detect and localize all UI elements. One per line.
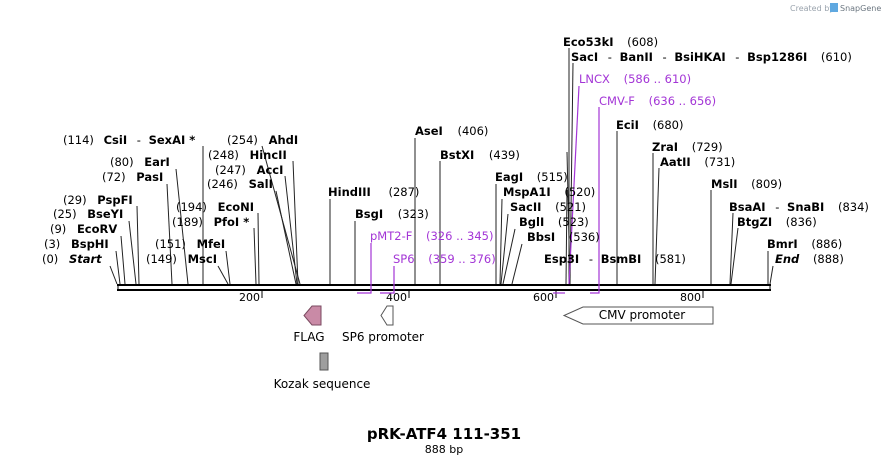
site-eagi: EagI (515)	[495, 170, 568, 184]
snapgene-logo	[830, 3, 838, 12]
site-end: End (888)	[775, 252, 844, 266]
site-acci: (247) AccI	[215, 163, 283, 177]
site-eari: (80) EarI	[110, 155, 170, 169]
site-pspfi: (29) PspFI	[63, 193, 133, 207]
site-bsaai: BsaAI - SnaBI (834)	[729, 200, 869, 214]
sequence-backbone	[117, 284, 771, 291]
scale-ticks: 200 400 600 800	[239, 290, 704, 304]
cut-lines-right	[568, 48, 774, 285]
tick-400: 400	[386, 291, 407, 304]
site-bseyi: (25) BseYI	[53, 207, 123, 221]
map-length: 888 bp	[425, 443, 463, 456]
primer-pmt2-f: pMT2-F (326 .. 345)	[370, 229, 493, 243]
primer-sp6: SP6 (359 .. 376)	[393, 252, 496, 266]
site-csii: (114) CsiI - SexAI *	[63, 133, 195, 147]
site-bsphi: (3) BspHI	[44, 237, 109, 251]
kozak-feature-box	[319, 352, 329, 371]
site-hincii: (248) HincII	[208, 148, 287, 162]
site-hindiii: HindIII (287)	[328, 185, 419, 199]
site-pasi: (72) PasI	[102, 170, 163, 184]
cut-lines-mid	[217, 145, 301, 285]
site-bmri: BmrI (886)	[767, 237, 842, 251]
site-bstxi: BstXI (439)	[440, 148, 520, 162]
primer-marks	[357, 85, 600, 294]
site-sacii: SacII (521)	[510, 200, 586, 214]
tick-200: 200	[239, 291, 260, 304]
feature-kozak-sequence: Kozak sequence	[274, 377, 371, 391]
flag-feature-arrow	[303, 305, 322, 326]
feature-cmv-promoter: CMV promoter	[599, 308, 686, 322]
site-ecorv: (9) EcoRV	[50, 222, 117, 236]
site-sali: (246) SalI	[207, 177, 273, 191]
site-btgzi: BtgZI (836)	[737, 215, 817, 229]
site-start: (0) Start	[42, 252, 102, 266]
site-bgli: BglI (523)	[519, 215, 589, 229]
site-esp3i: Esp3I - BsmBI (581)	[544, 252, 686, 266]
site-ahdi: (254) AhdI	[227, 133, 298, 147]
site-mspa1i: MspA1I (520)	[503, 185, 595, 199]
site-bbsi: BbsI (536)	[527, 230, 600, 244]
tick-600: 600	[533, 291, 554, 304]
site-mfei: (151) MfeI	[155, 237, 225, 251]
feature-flag: FLAG	[293, 330, 324, 344]
primer-lncx: LNCX (586 .. 610)	[579, 72, 691, 86]
sp6-promoter-arrow	[380, 305, 394, 326]
cut-lines-left	[109, 146, 204, 285]
cut-lines-center	[329, 138, 441, 284]
tick-800: 800	[680, 291, 701, 304]
site-aatii: AatII (731)	[660, 155, 735, 169]
brand-name: SnapGene	[840, 4, 881, 13]
site-bsgi: BsgI (323)	[355, 207, 429, 221]
site-pfoi: (189) PfoI *	[172, 215, 249, 229]
brand-created-by: Created by	[790, 4, 834, 13]
site-msli: MslI (809)	[711, 177, 782, 191]
site-saci: SacI - BanII - BsiHKAI - Bsp1286I (610)	[571, 50, 852, 64]
site-msci: (149) MscI	[146, 252, 217, 266]
site-eco53ki: Eco53kI (608)	[563, 35, 658, 49]
site-ecii: EciI (680)	[616, 118, 684, 132]
site-asei: AseI (406)	[415, 124, 488, 138]
cmv-promoter-arrow	[562, 306, 714, 325]
site-zrai: ZraI (729)	[652, 140, 723, 154]
feature-sp6-promoter: SP6 promoter	[342, 330, 424, 344]
primer-cmv-f: CMV-F (636 .. 656)	[599, 94, 716, 108]
site-econi: (194) EcoNI	[176, 200, 254, 214]
map-title: pRK-ATF4 111-351	[367, 425, 521, 443]
